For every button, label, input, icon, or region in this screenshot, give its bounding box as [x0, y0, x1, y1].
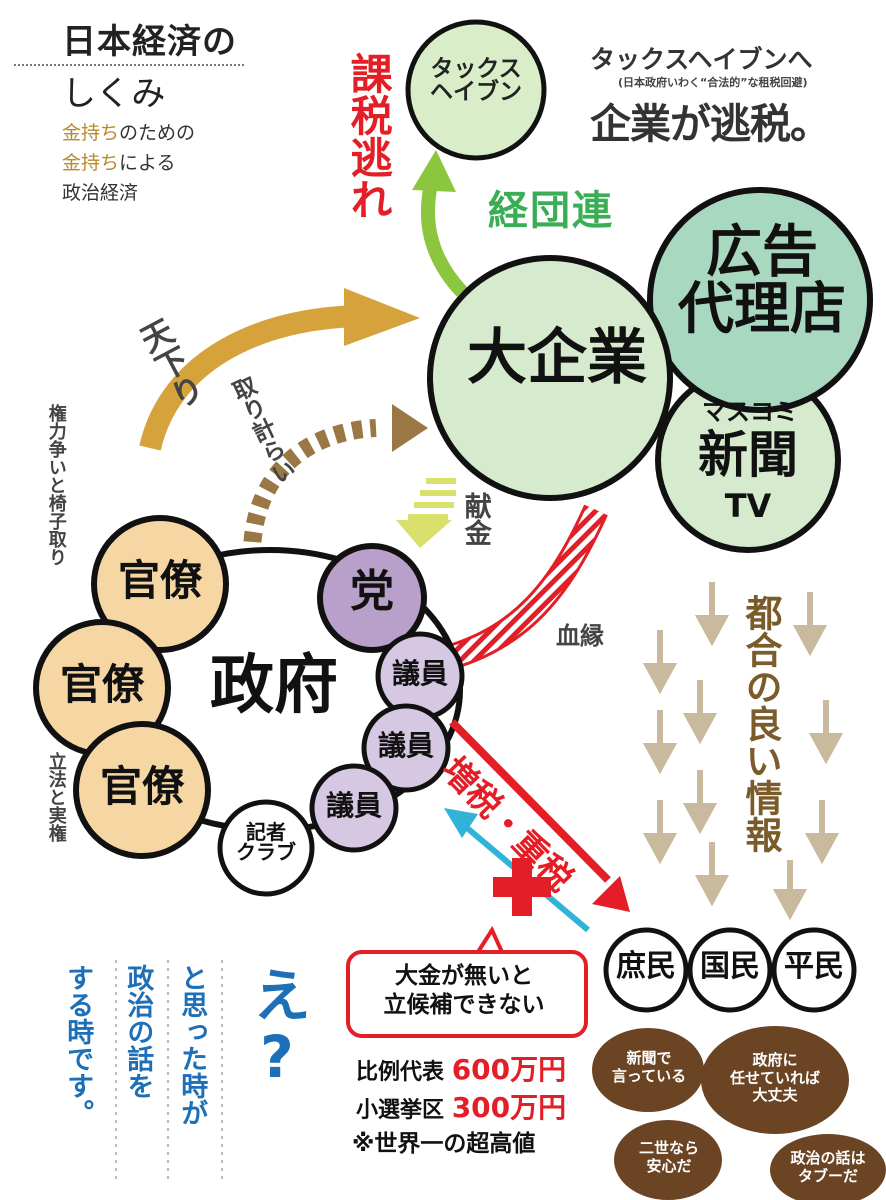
speech-bubble	[346, 925, 588, 1038]
shomin-circle	[603, 927, 689, 1013]
diet-member-text-3: 議員	[325, 789, 382, 822]
heimin-text: 平民	[784, 949, 844, 984]
diet-member-text-2: 議員	[377, 729, 434, 762]
government-text: 政府	[210, 649, 338, 723]
subtitle-1: 金持ちのための	[62, 122, 196, 144]
subtitle-3: 政治経済	[62, 182, 139, 204]
shomin-text: 庶民	[616, 949, 676, 984]
press-club-text: 記者 クラブ	[236, 820, 296, 865]
tax-increase-arrowhead	[592, 876, 630, 912]
red-cross-icon	[493, 858, 551, 916]
title-divider	[14, 64, 244, 66]
diet-member-circle	[309, 763, 399, 853]
vote-arrowhead	[444, 808, 478, 838]
tax-haven-text: タックス ヘイブン	[430, 56, 522, 106]
tax-haven-note-line1: タックスヘイブンへ	[590, 45, 813, 74]
title-line1: 日本経済の	[62, 22, 237, 62]
cloud-text-3: 二世なら 安心だ	[638, 1139, 699, 1175]
tax-evasion-label: 課税逃れ	[344, 52, 394, 220]
kenkin-arrow	[396, 478, 456, 548]
power-struggle-label: 権力争いと椅子取り	[45, 404, 67, 566]
bottom-col2: と思った時が	[176, 964, 208, 1126]
kokumin-circle	[687, 927, 773, 1013]
kokumin-text: 国民	[700, 949, 760, 984]
amakudari-arrowhead	[344, 288, 420, 346]
big-business-circle	[427, 255, 673, 501]
legislation-label: 立法と実権	[45, 752, 67, 842]
bureaucrat-circle	[73, 721, 211, 859]
bureaucrat-text-1: 官僚	[117, 556, 202, 605]
good-info-label: 都合の良い情報	[739, 594, 782, 853]
diet-member-text-1: 議員	[391, 657, 448, 690]
tax-increase-arrow	[449, 719, 611, 883]
party-circle	[317, 543, 427, 653]
bottom-col3: 政治の話を	[122, 964, 154, 1099]
tax-haven-circle	[405, 19, 547, 161]
torihakarai-arrowhead	[392, 404, 428, 452]
bottom-col1: え?	[243, 965, 311, 1091]
info-arrows	[642, 582, 844, 921]
bureaucrat-circle	[91, 515, 229, 653]
tax-haven-note-line3: 企業が逃税。	[590, 100, 831, 148]
diet-member-circle	[361, 703, 451, 793]
ketsuen-label: 血縁	[556, 622, 604, 650]
tax-haven-note-line2: (日本政府いわく“合法的”な租税回避)	[618, 76, 808, 89]
tax-evasion-arrowhead	[412, 150, 456, 192]
heimin-circle	[771, 927, 857, 1013]
media-text: マスコミ	[702, 398, 798, 426]
deposit-row-2: 小選挙区 300万円	[356, 1091, 567, 1124]
press-club-circle	[217, 799, 315, 897]
ad-agency-text: 広告 代理店	[678, 220, 846, 343]
tv-text: TV	[724, 487, 772, 525]
cloud-text-2: 政府に 任せていれば 大丈夫	[729, 1051, 820, 1105]
kenkin-label: 献金	[459, 492, 491, 546]
deposit-note: ※世界一の超高値	[352, 1131, 536, 1157]
keidanren-label: 経団連	[488, 188, 614, 234]
newspaper-text: 新聞	[698, 426, 798, 484]
bottom-col4: する時です。	[62, 964, 94, 1126]
cloud-shapes	[592, 1026, 886, 1200]
party-text: 党	[350, 566, 394, 617]
speech-text: 大金が無いと 立候補できない	[383, 963, 545, 1019]
cloud-text-4: 政治の話は タブーだ	[790, 1149, 866, 1185]
amakudari-arrow	[139, 305, 361, 451]
bureaucrat-text-2: 官僚	[59, 660, 144, 709]
big-business-text: 大企業	[467, 323, 647, 393]
cloud-text-1: 新聞で 言っている	[611, 1049, 687, 1085]
deposit-row-1: 比例代表 600万円	[356, 1053, 567, 1086]
bureaucrat-text-3: 官僚	[99, 762, 184, 811]
title-line2: しくみ	[62, 74, 166, 114]
ad-agency-circle	[647, 187, 873, 413]
subtitle-2: 金持ちによる	[62, 152, 176, 174]
tax-evasion-arrow	[420, 178, 468, 297]
